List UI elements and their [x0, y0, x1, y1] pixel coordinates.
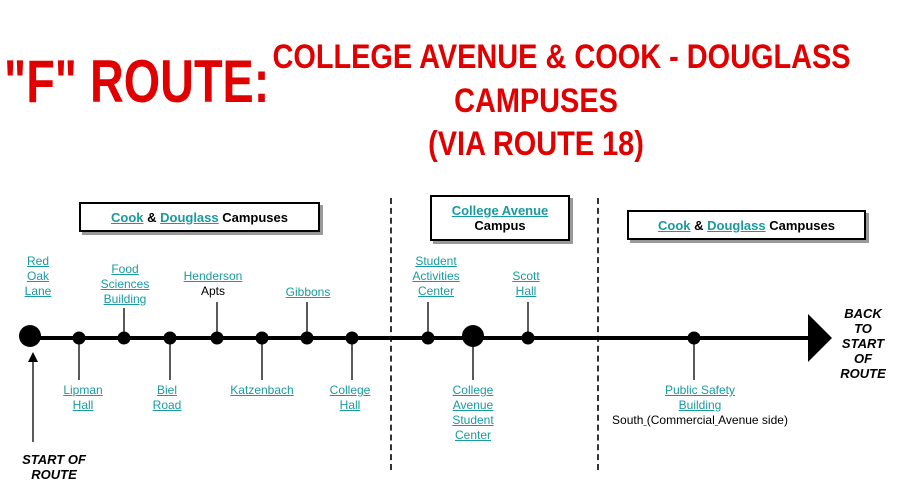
subtitle-line-2: CAMPUSES [454, 81, 618, 120]
route-title: "F" ROUTE: [4, 48, 270, 115]
subtitle-line-1: COLLEGE AVENUE & COOK - DOUGLASS [272, 38, 851, 76]
start-arrow [28, 352, 38, 362]
cook-link[interactable]: Cook [110, 209, 144, 225]
subtitle-line-3: (VIA ROUTE 18) [428, 125, 644, 164]
stop-marker-red-oak-lane [19, 325, 41, 347]
stop-marker-lipman-hall [72, 331, 86, 345]
stop-marker-food-sciences [117, 331, 131, 345]
route-arrowhead [808, 314, 832, 362]
stop-marker-student-activities [421, 331, 435, 345]
stop-marker-henderson-apts [210, 331, 224, 345]
campus-box-cook-douglass-right: Cook & Douglass Campuses [627, 210, 866, 240]
college-avenue-link[interactable]: College Avenue [451, 203, 549, 218]
campus-divider-right [597, 198, 599, 470]
douglass-link[interactable]: Douglass [160, 209, 219, 225]
stop-marker-college-hall [345, 331, 359, 345]
route-subtitle: COLLEGE AVENUE & COOK - DOUGLASS CAMPUSE… [226, 36, 851, 167]
stop-marker-biel-road [163, 331, 177, 345]
stop-katzenbach[interactable]: Katzenbach [230, 383, 294, 397]
stop-marker-katzenbach [255, 331, 269, 345]
campus-divider-left [390, 198, 392, 470]
campus-label: Campus [474, 218, 526, 233]
douglass-link[interactable]: Douglass [707, 217, 766, 233]
stop-marker-scott-hall [521, 331, 535, 345]
stop-gibbons[interactable]: Gibbons [285, 285, 331, 299]
cook-link[interactable]: Cook [657, 217, 691, 233]
campus-box-college-avenue: College Avenue Campus [430, 195, 570, 241]
stop-marker-college-avenue-student-center [462, 325, 484, 347]
stop-marker-gibbons [300, 331, 314, 345]
campus-box-cook-douglass-left: Cook & Douglass Campuses [79, 202, 320, 232]
stop-marker-public-safety [687, 331, 701, 345]
